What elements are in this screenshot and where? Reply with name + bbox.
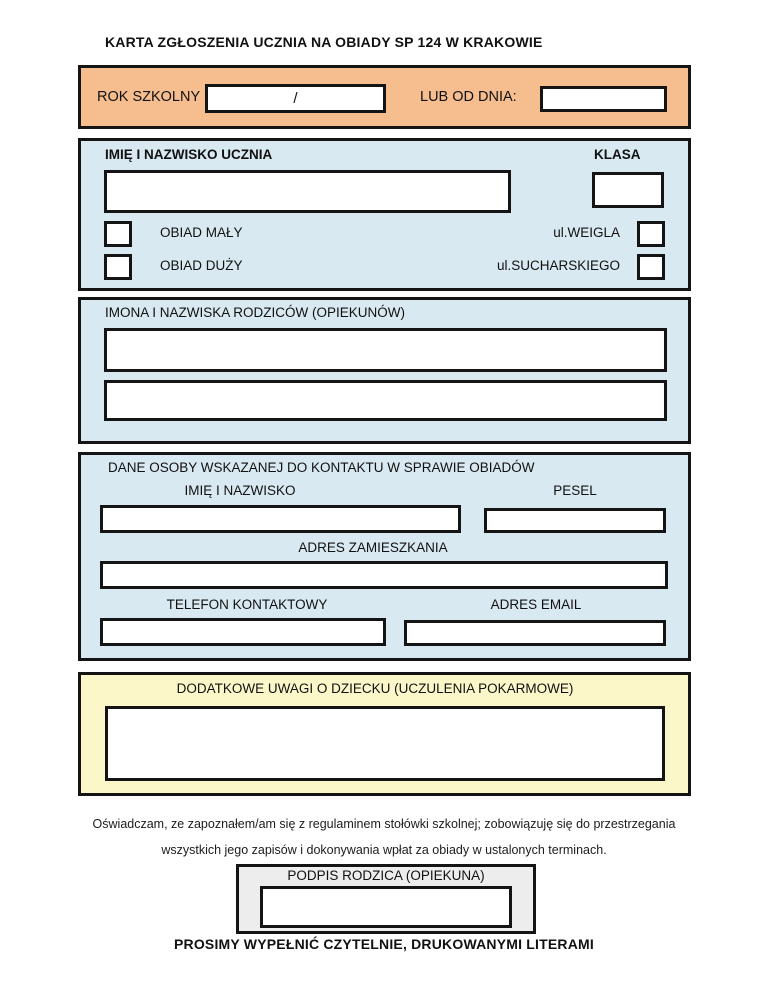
parent-name-input-1[interactable]: [104, 328, 667, 372]
notes-section: DODATKOWE UWAGI O DZIECKU (UCZULENIA POK…: [78, 672, 691, 796]
obiad-duzy-label: OBIAD DUŻY: [160, 258, 243, 273]
phone-input[interactable]: [100, 618, 386, 646]
form-title: KARTA ZGŁOSZENIA UCZNIA NA OBIADY SP 124…: [105, 34, 543, 50]
signature-section: PODPIS RODZICA (OPIEKUNA): [236, 864, 536, 934]
signature-input[interactable]: [260, 886, 512, 928]
signature-label: PODPIS RODZICA (OPIEKUNA): [287, 868, 485, 883]
email-label: ADRES EMAIL: [490, 597, 582, 612]
notes-input[interactable]: [105, 706, 665, 781]
checkbox-ul-weigla[interactable]: [637, 221, 665, 247]
lub-od-dnia-label: LUB OD DNIA:: [420, 89, 517, 105]
declaration-line-2: wszystkich jego zapisów i dokonywania wp…: [161, 843, 607, 857]
lub-od-dnia-input[interactable]: [540, 86, 667, 112]
footer-note: PROSIMY WYPEŁNIĆ CZYTELNIE, DRUKOWANYMI …: [173, 936, 595, 952]
declaration-text: Oświadczam, ze zapoznałem/am się z regul…: [0, 811, 768, 863]
rok-szkolny-input[interactable]: /: [205, 84, 386, 113]
pesel-input[interactable]: [484, 508, 666, 533]
student-name-input[interactable]: [104, 170, 511, 213]
obiad-maly-label: OBIAD MAŁY: [160, 225, 243, 240]
ul-weigla-label: ul.WEIGLA: [553, 225, 620, 240]
parents-section: IMONA I NAZWISKA RODZICÓW (OPIEKUNÓW): [78, 297, 691, 444]
address-label: ADRES ZAMIESZKANIA: [298, 540, 448, 555]
address-input[interactable]: [100, 561, 668, 589]
klasa-input[interactable]: [592, 172, 664, 208]
klasa-label: KLASA: [594, 147, 641, 162]
school-year-section: ROK SZKOLNY / LUB OD DNIA:: [78, 65, 691, 129]
checkbox-obiad-duzy[interactable]: [104, 254, 132, 280]
pesel-label: PESEL: [553, 483, 597, 498]
ul-sucharskiego-label: ul.SUCHARSKIEGO: [496, 258, 620, 273]
student-section: IMIĘ I NAZWISKO UCZNIA KLASA OBIAD MAŁY …: [78, 138, 691, 291]
checkbox-ul-sucharskiego[interactable]: [637, 254, 665, 280]
parents-label: IMONA I NAZWISKA RODZICÓW (OPIEKUNÓW): [105, 305, 406, 320]
email-input[interactable]: [404, 620, 666, 646]
rok-szkolny-label: ROK SZKOLNY: [97, 89, 201, 105]
contact-name-label: IMIĘ I NAZWISKO: [184, 483, 296, 498]
parent-name-input-2[interactable]: [104, 380, 667, 421]
phone-label: TELEFON KONTAKTOWY: [166, 597, 328, 612]
student-name-label: IMIĘ I NAZWISKO UCZNIA: [105, 147, 273, 162]
declaration-line-1: Oświadczam, ze zapoznałem/am się z regul…: [92, 817, 676, 831]
contact-name-input[interactable]: [100, 505, 461, 533]
notes-header: DODATKOWE UWAGI O DZIECKU (UCZULENIA POK…: [176, 681, 574, 696]
contact-header: DANE OSOBY WSKAZANEJ DO KONTAKTU W SPRAW…: [108, 460, 535, 475]
contact-section: DANE OSOBY WSKAZANEJ DO KONTAKTU W SPRAW…: [78, 452, 691, 661]
checkbox-obiad-maly[interactable]: [104, 221, 132, 247]
